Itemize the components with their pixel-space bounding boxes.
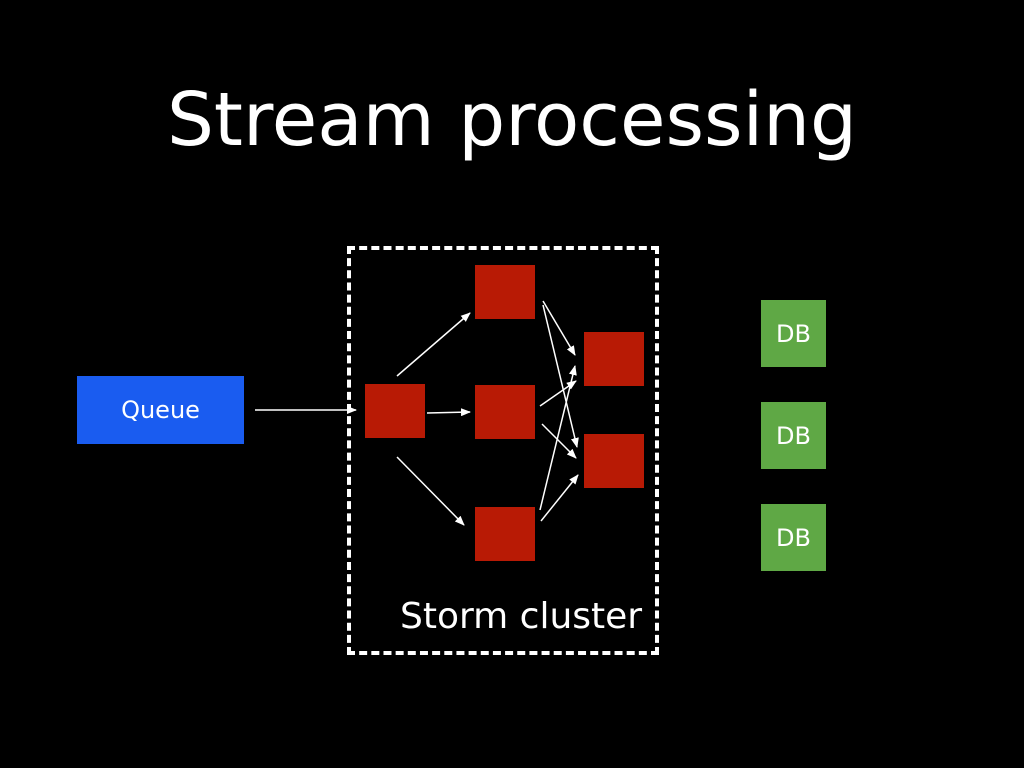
slide-title: Stream processing: [166, 77, 858, 163]
database-label: DB: [776, 523, 811, 552]
storm-cluster-label: Storm cluster: [400, 596, 643, 637]
database-label: DB: [776, 421, 811, 450]
bolt-node-right-upper: [584, 332, 644, 386]
database-box-2: DB: [761, 402, 826, 469]
bolt-node-middle: [475, 385, 535, 439]
bolt-node-bottom: [475, 507, 535, 561]
database-box-3: DB: [761, 504, 826, 571]
database-label: DB: [776, 319, 811, 348]
storm-cluster-boundary: [347, 246, 659, 655]
queue-box: Queue: [77, 376, 244, 444]
bolt-node-top: [475, 265, 535, 319]
database-box-1: DB: [761, 300, 826, 367]
queue-label: Queue: [121, 396, 200, 424]
spout-node: [365, 384, 425, 438]
bolt-node-right-lower: [584, 434, 644, 488]
